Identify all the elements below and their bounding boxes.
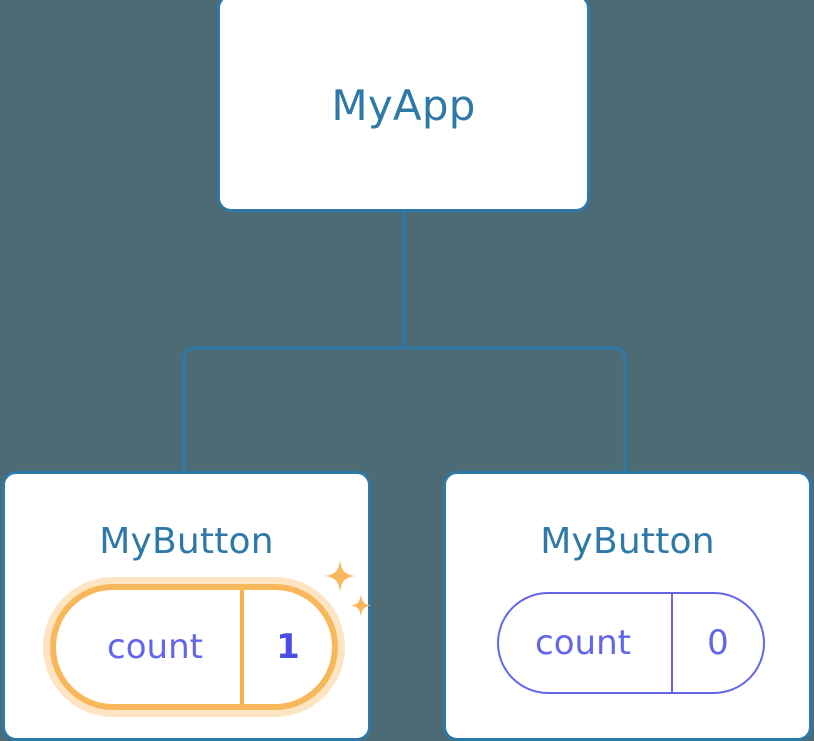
state-value-label: 0	[671, 594, 763, 692]
state-key-label: count	[107, 627, 203, 667]
node-myapp[interactable]: MyApp	[217, 0, 590, 212]
state-key-label: count	[535, 623, 631, 663]
node-myapp-title: MyApp	[331, 81, 476, 130]
state-pill-active[interactable]: count 1	[50, 584, 338, 710]
state-value-label: 1	[240, 590, 332, 704]
node-mybutton-2[interactable]: MyButton count 0	[443, 471, 812, 741]
state-pill-plain[interactable]: count 0	[497, 592, 765, 694]
node-mybutton-1[interactable]: MyButton count 1	[2, 471, 371, 741]
edge-branch-bar	[182, 346, 627, 472]
node-mybutton-1-title: MyButton	[99, 521, 274, 562]
node-mybutton-2-title: MyButton	[540, 521, 715, 562]
